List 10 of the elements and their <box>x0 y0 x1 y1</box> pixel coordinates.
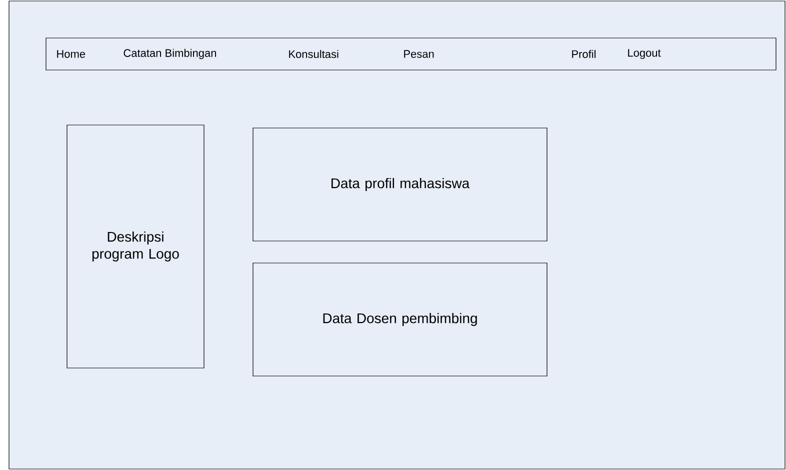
nav-link: Konsultasi <box>289 50 338 58</box>
nav-bar <box>46 38 776 70</box>
nav-link: Pesan <box>404 50 434 58</box>
nav-link: Logout <box>628 49 661 59</box>
content-box: Data profil mahasiswa <box>252 128 548 242</box>
nav-link: Profil <box>572 50 596 58</box>
content-box: Data Dosen pembimbing <box>252 262 548 376</box>
nav-link: Home <box>57 50 86 58</box>
nav-link: Catatan Bimbingan <box>124 48 216 60</box>
content-box: Deskripsi program Logo <box>66 124 204 368</box>
